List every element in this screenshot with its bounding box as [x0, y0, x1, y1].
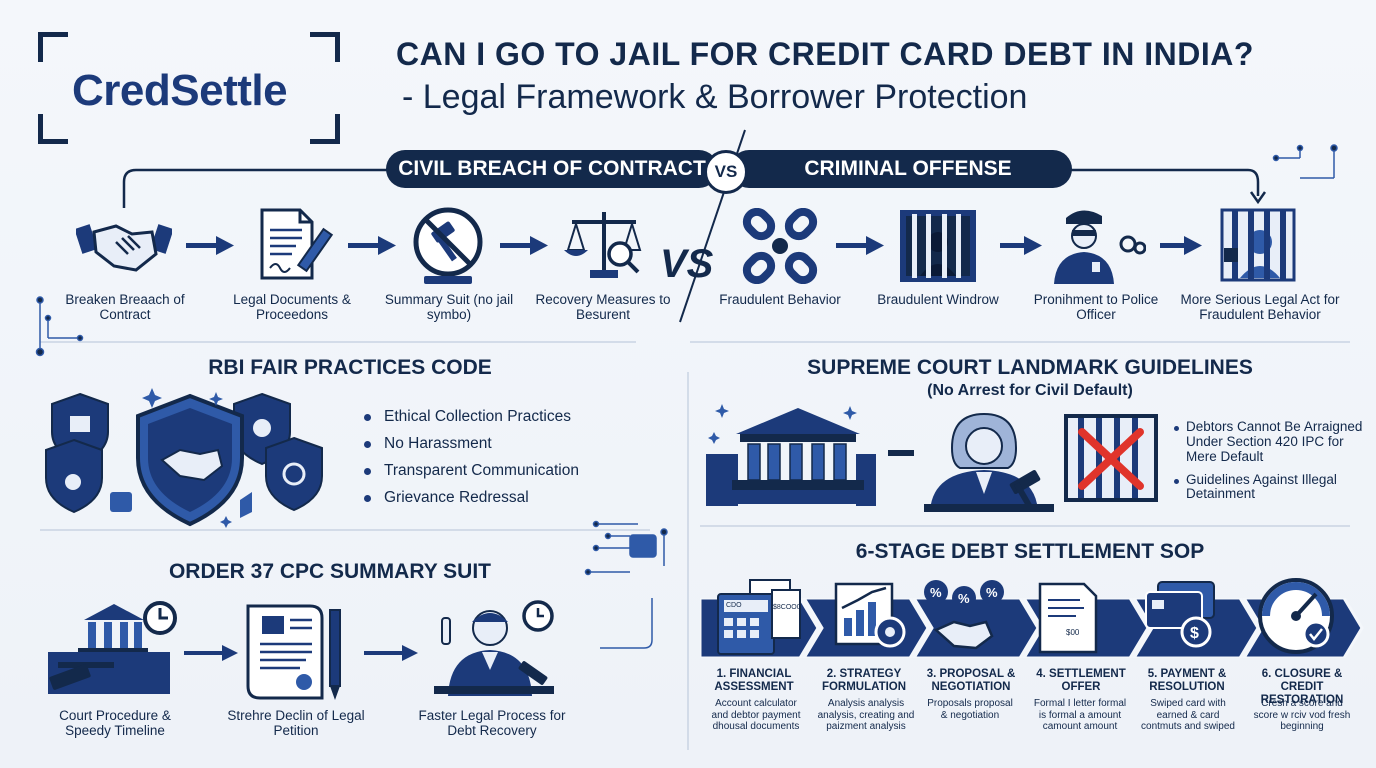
- civil-step-4-label: Recovery Measures to Besurent: [535, 292, 671, 323]
- rbi-bullet-1: Ethical Collection Practices: [360, 408, 640, 426]
- civil-step-2-label: Legal Documents & Proceedons: [233, 292, 351, 323]
- civil-pill: CIVIL BREACH OF CONTRACT: [386, 150, 718, 188]
- civil-step-1-label: Breaken Breaach of Contract: [65, 292, 185, 323]
- criminal-step-4-label: More Serious Legal Act for Fraudulent Be…: [1180, 292, 1340, 323]
- criminal-step-1-label: Fraudulent Behavior: [719, 292, 841, 307]
- police-officer-icon: [1050, 202, 1146, 284]
- judge-lawyer-icon: [434, 596, 558, 696]
- calculator-sheet: $8COO0: [773, 604, 801, 611]
- sop-stage-1-title: 1. FINANCIAL ASSESSMENT: [714, 668, 794, 694]
- shield-icon: [40, 388, 340, 528]
- offer-letter-icon: [1036, 580, 1106, 656]
- jail-icon: [1220, 208, 1296, 282]
- supreme-court-bullet-1: Debtors Cannot Be Arraigned Under Sectio…: [1174, 419, 1364, 465]
- credit-card-icon: $: [1142, 578, 1222, 654]
- scales-icon: [562, 206, 646, 282]
- percent-handshake-icon: %%%: [920, 578, 1010, 658]
- supreme-court-subtitle: (No Arrest for Civil Default): [927, 382, 1133, 399]
- sop-stage-2-desc: Analysis analysis analysis, creating and…: [817, 698, 915, 732]
- order37-title: ORDER 37 CPC SUMMARY SUIT: [168, 560, 492, 583]
- rbi-bullets: Ethical Collection Practices No Harassme…: [360, 408, 640, 516]
- logo: CredSettle: [38, 32, 340, 144]
- sop-stage-3-title: 3. PROPOSAL & NEGOTIATION: [926, 668, 1016, 694]
- vs-divider: VS: [660, 242, 714, 286]
- dash-divider: [888, 450, 914, 456]
- credit-gauge-icon: [1252, 572, 1342, 654]
- calculator-display: CDO: [726, 602, 742, 609]
- criminal-step-3-label: Pronihment to Police Officer: [1033, 292, 1159, 323]
- sop-title: 6-STAGE DEBT SETTLEMENT SOP: [855, 540, 1205, 563]
- rbi-bullet-2: No Harassment: [360, 435, 640, 453]
- civil-step-3-label: Summary Suit (no jail symbo): [384, 292, 514, 323]
- handshake-icon: [76, 212, 172, 276]
- no-gavel-icon: [408, 206, 488, 286]
- rbi-title: RBI FAIR PRACTICES CODE: [208, 356, 492, 379]
- supreme-court-bullet-2: Guidelines Against Illegal Detainment: [1174, 472, 1364, 503]
- sop-stage-3-desc: Proposals proposal & negotiation: [927, 698, 1013, 721]
- court-clock-icon: [48, 596, 180, 698]
- sop-stage-5-title: 5. PAYMENT & RESOLUTION: [1147, 668, 1227, 694]
- page-subtitle: - Legal Framework & Borrower Protection: [402, 78, 1028, 116]
- order37-step-2-label: Strehre Declin of Legal Petition: [227, 708, 365, 739]
- supreme-court-title: SUPREME COURT LANDMARK GUIDELINES: [807, 356, 1253, 379]
- criminal-pill: CRIMINAL OFFENSE: [730, 150, 1072, 188]
- svg-text:%: %: [986, 585, 998, 600]
- courthouse-icon: [706, 394, 876, 508]
- legal-document-icon: [256, 206, 336, 282]
- strategy-chart-icon: [832, 578, 912, 654]
- supreme-court-bullets: Debtors Cannot Be Arraigned Under Sectio…: [1174, 419, 1364, 510]
- logo-text: CredSettle: [72, 66, 288, 115]
- offer-letter-amount: $00: [1066, 628, 1080, 637]
- svg-text:%: %: [958, 591, 970, 606]
- order37-step-1-label: Court Procedure & Speedy Timeline: [59, 708, 171, 739]
- sop-stage-6-desc: Cresh a score and score w rciv vod fresh…: [1253, 698, 1351, 732]
- sop-stage-6-title: 6. CLOSURE & CREDIT RESTORATION: [1260, 668, 1344, 707]
- sop-stage-5-desc: Swiped card with earned & card contmuts …: [1141, 698, 1235, 732]
- calculator-icon: [710, 578, 802, 656]
- sop-stage-2-title: 2. STRATEGY FORMULATION: [821, 668, 907, 694]
- sop-stage-4-title: 4. SETTLEMENT OFFER: [1036, 668, 1126, 694]
- petition-icon: [244, 600, 348, 704]
- sop-stage-4-desc: Formal I letter formal is formal a amoun…: [1033, 698, 1127, 732]
- page-title: CAN I GO TO JAIL FOR CREDIT CARD DEBT IN…: [396, 36, 1254, 72]
- svg-text:%: %: [930, 585, 942, 600]
- sop-stage-1-desc: Account calculator and debtor payment dh…: [711, 698, 801, 732]
- rbi-bullet-4: Grievance Redressal: [360, 489, 640, 507]
- svg-text:$: $: [1190, 625, 1199, 642]
- vs-badge: VS: [704, 150, 748, 194]
- jail-window-icon: [898, 208, 978, 284]
- judge-icon: [924, 408, 1054, 512]
- broken-chain-icon: [740, 208, 820, 284]
- rbi-bullet-3: Transparent Communication: [360, 462, 640, 480]
- order37-step-3-label: Faster Legal Process for Debt Recovery: [418, 708, 566, 739]
- criminal-step-2-label: Braudulent Windrow: [877, 292, 999, 307]
- barred-jail-icon: [1064, 414, 1158, 502]
